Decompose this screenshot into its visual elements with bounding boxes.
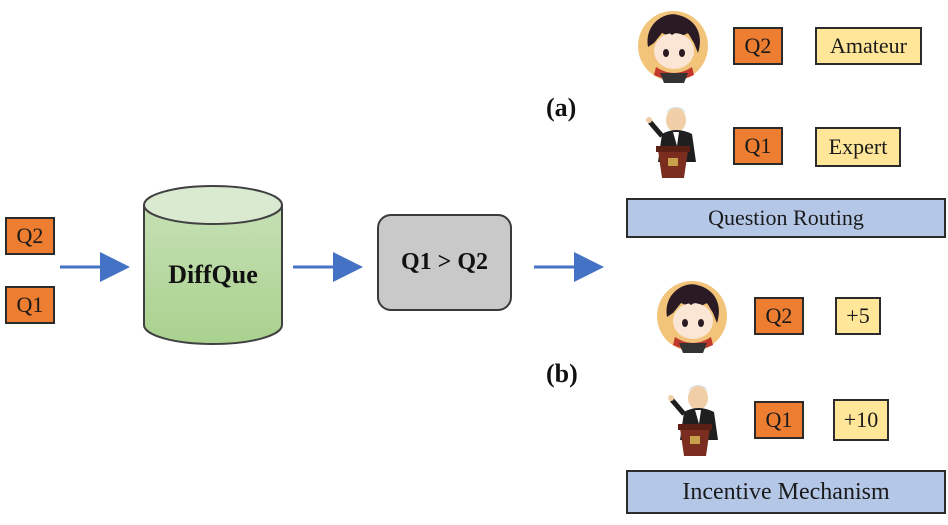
panel-b-row1-reward: +5	[835, 297, 881, 335]
panel-a-row1-level-label: Amateur	[830, 33, 907, 58]
input-q2-label: Q2	[16, 223, 44, 248]
question-routing-label: Question Routing	[708, 205, 864, 230]
panel-b-row2-reward-label: +10	[843, 407, 879, 432]
comparison-text: Q1 > Q2	[400, 249, 488, 275]
panel-b-label: (b)	[546, 359, 578, 388]
input-q2-box: Q2	[5, 217, 55, 255]
panel-a-row1-question: Q2	[733, 27, 783, 65]
panel-b-row1-question: Q2	[754, 297, 804, 335]
panel-a-row1-level: Amateur	[815, 27, 922, 65]
panel-b-row2-question: Q1	[754, 401, 804, 439]
input-q1-label: Q1	[16, 292, 44, 317]
incentive-mechanism-label: Incentive Mechanism	[682, 478, 890, 505]
panel-a-label: (a)	[546, 93, 577, 122]
amateur-avatar	[655, 279, 729, 353]
expert-avatar	[662, 378, 726, 458]
panel-a-row2-question-label: Q1	[744, 133, 772, 158]
model-name: DiffQue	[168, 260, 258, 289]
panel-b-row1-reward-label: +5	[846, 303, 870, 328]
panel-b-row2-question-label: Q1	[765, 407, 793, 432]
question-routing-banner: Question Routing	[626, 198, 946, 238]
input-q1-box: Q1	[5, 286, 55, 324]
panel-a-row2-level-label: Expert	[828, 134, 888, 159]
comparison-box: Q1 > Q2	[377, 214, 512, 311]
incentive-mechanism-banner: Incentive Mechanism	[626, 470, 946, 514]
panel-b-row1-question-label: Q2	[765, 303, 793, 328]
amateur-avatar	[636, 9, 710, 83]
expert-avatar	[640, 100, 704, 180]
panel-b-row2-reward: +10	[833, 399, 889, 441]
panel-a-row1-question-label: Q2	[744, 33, 772, 58]
panel-a-row2-question: Q1	[733, 127, 783, 165]
panel-a-row2-level: Expert	[815, 127, 901, 167]
